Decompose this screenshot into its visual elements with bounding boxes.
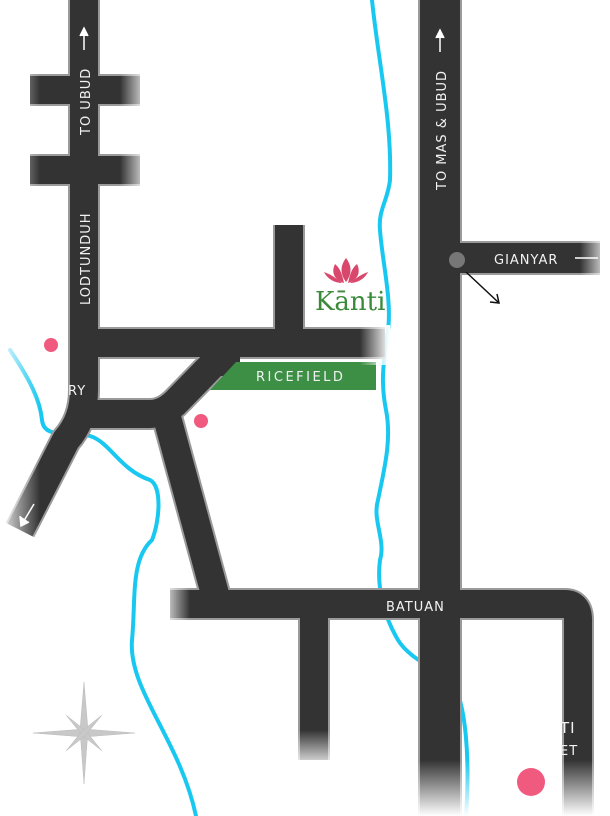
roads: [7, 0, 600, 816]
junction-marker: [449, 252, 465, 268]
location-marker-kanti-outlet[interactable]: [517, 768, 545, 796]
label-lodtunduh: LODTUNDUH: [79, 212, 94, 305]
compass-rose-icon: [32, 681, 136, 785]
label-ricefield: RICEFIELD: [256, 370, 345, 385]
location-marker-gallery[interactable]: [44, 338, 58, 352]
kanti-logo: Kānti: [315, 258, 385, 317]
southwest-arrow-icon: [19, 503, 35, 528]
north-arrow-icon: [79, 26, 89, 50]
location-marker-ricefield[interactable]: [194, 414, 208, 428]
label-gianyar: GIANYAR: [494, 253, 558, 268]
road-kanti-access: [84, 225, 385, 357]
label-to-ubud: TO UBUD: [79, 68, 94, 136]
label-street-partial: ET: [560, 744, 578, 759]
lotus-logo-icon: [324, 258, 368, 283]
river-west: [8, 348, 198, 816]
logo-text: Kānti: [315, 287, 385, 317]
label-to-mas-ubud: TO MAS & UBUD: [435, 70, 450, 191]
label-batuan: BATUAN: [386, 600, 445, 615]
road-lodtunduh: [7, 0, 98, 537]
ricefield-area: [210, 362, 376, 390]
road-gallery: [84, 348, 240, 428]
southeast-arrow-icon: [465, 271, 500, 304]
road-batuan: [170, 590, 592, 816]
label-gallery: RY: [68, 384, 86, 399]
label-kanti-partial: TI: [559, 719, 576, 737]
north-arrow-icon: [435, 28, 445, 52]
road-diagonal: [151, 406, 232, 609]
